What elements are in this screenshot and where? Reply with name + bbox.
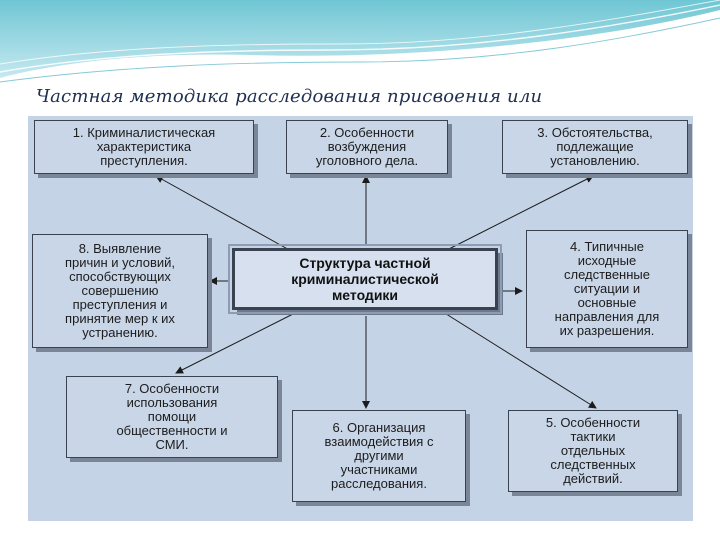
connector-arrows [155,175,597,409]
box-7-public-assistance: 7. Особенности использования помощи обще… [66,376,278,458]
slide-title: Частная методика расследования присвоени… [36,86,543,107]
box-1-criminalistic-characteristic: 1. Криминалистическая характеристика пре… [34,120,254,174]
header-wave-decoration [0,0,720,83]
arrow-to-box-1 [155,175,294,253]
box-2-case-initiation: 2. Особенности возбуждения уголовного де… [286,120,448,174]
center-box-methodology-structure: Структура частной криминалистической мет… [228,244,502,314]
arrow-to-box-3 [442,175,594,253]
box-3-circumstances: 3. Обстоятельства, подлежащие установлен… [502,120,688,174]
box-6-interaction: 6. Организация взаимодействия с другими … [292,410,466,502]
box-8-crime-causes: 8. Выявление причин и условий, способств… [32,234,208,348]
methodology-diagram: 1. Криминалистическая характеристика пре… [28,116,693,521]
arrow-to-box-7 [175,313,294,374]
arrow-to-box-5 [442,311,597,409]
box-4-investigative-situations: 4. Типичные исходные следственные ситуац… [526,230,688,348]
box-5-tactics: 5. Особенности тактики отдельных следств… [508,410,678,492]
